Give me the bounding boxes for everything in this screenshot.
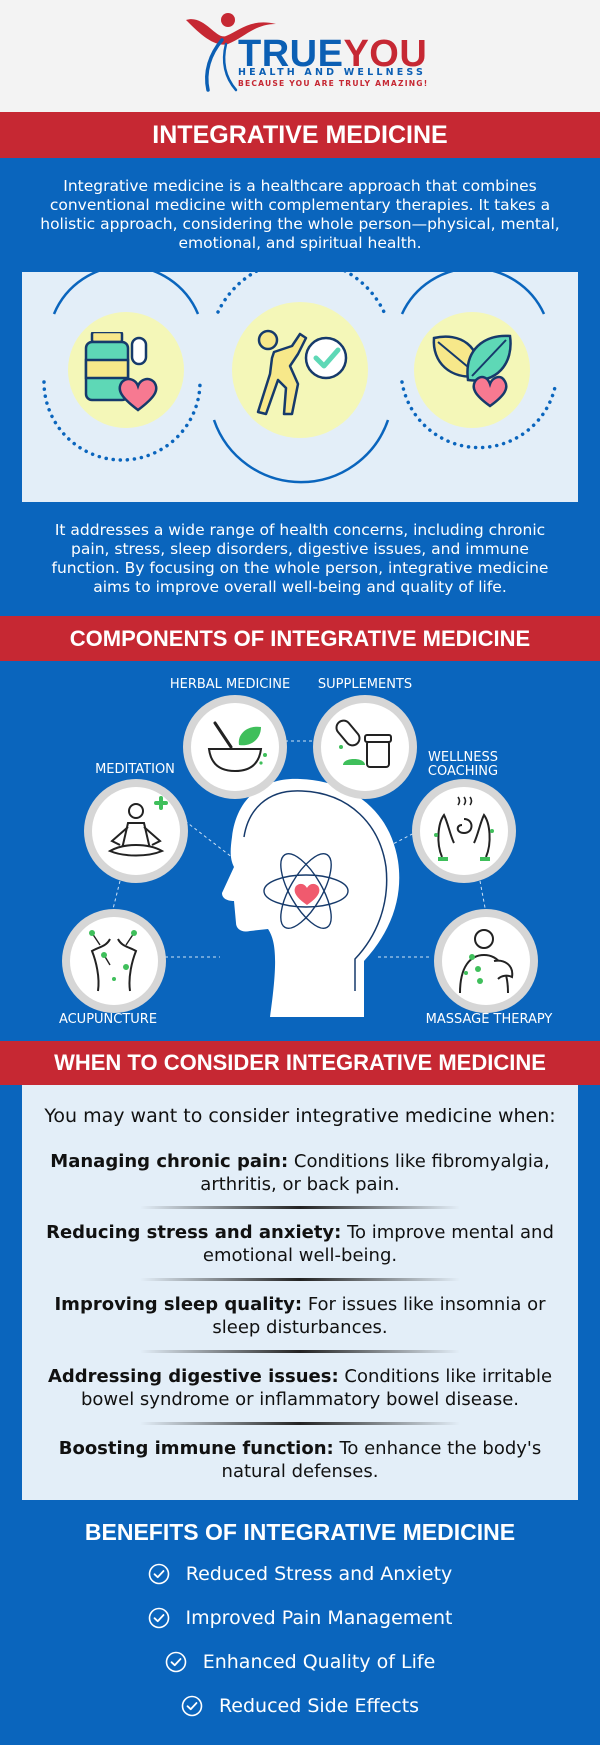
connector-lines xyxy=(111,740,487,1017)
mortar-pestle-icon xyxy=(207,721,267,773)
components-title: COMPONENTS OF INTEGRATIVE MEDICINE xyxy=(0,616,600,661)
divider xyxy=(140,1350,460,1353)
wellness-coaching-circle xyxy=(412,779,516,883)
label-supplements: SUPPLEMENTS xyxy=(317,677,413,692)
brand-subtitle: HEALTH AND WELLNESS xyxy=(238,67,427,78)
when-item-3: Improving sleep quality: For issues like… xyxy=(54,1294,546,1338)
meditation-figure-icon xyxy=(107,796,168,857)
meditation-circle xyxy=(84,779,188,883)
label-meditation: MEDITATION xyxy=(95,762,175,777)
header: TRUEYOU HEALTH AND WELLNESS BECAUSE YOU … xyxy=(0,0,600,112)
logo-figure-icon xyxy=(186,13,276,92)
herbal-medicine-circle xyxy=(183,695,287,799)
check-circle-icon xyxy=(165,1651,187,1673)
benefits-title: BENEFITS OF INTEGRATIVE MEDICINE xyxy=(84,1519,516,1545)
when-item-5: Boosting immune function: To enhance the… xyxy=(58,1438,542,1482)
acupuncture-circle xyxy=(62,909,166,1013)
check-circle-icon xyxy=(148,1607,169,1629)
hands-energy-icon xyxy=(434,796,494,861)
when-item-4: Addressing digestive issues: Conditions … xyxy=(47,1366,553,1410)
check-circle-icon xyxy=(181,1695,203,1717)
when-intro: You may want to consider integrative med… xyxy=(44,1105,556,1127)
massage-back-icon xyxy=(459,929,514,994)
label-acupuncture: ACUPUNCTURE xyxy=(58,1012,158,1027)
label-herbal-medicine: HERBAL MEDICINE xyxy=(169,677,291,692)
brand-tagline: BECAUSE YOU ARE TRULY AMAZING! xyxy=(238,79,429,88)
benefit-item-1: Reduced Stress and Anxiety xyxy=(0,1560,600,1588)
icon-panel xyxy=(22,257,578,502)
divider xyxy=(140,1422,460,1425)
massage-therapy-circle xyxy=(434,909,538,1013)
check-circle-icon xyxy=(148,1563,170,1585)
scope-text: It addresses a wide range of health conc… xyxy=(0,502,600,616)
divider xyxy=(140,1278,460,1281)
intro-title: INTEGRATIVE MEDICINE xyxy=(0,112,600,158)
benefit-item-3: Enhanced Quality of Life xyxy=(0,1648,600,1676)
label-massage-therapy: MASSAGE THERAPY xyxy=(425,1012,553,1027)
supplements-circle xyxy=(313,695,417,799)
when-title: WHEN TO CONSIDER INTEGRATIVE MEDICINE xyxy=(0,1041,600,1085)
label-wellness-line1: WELLNESS xyxy=(428,750,498,765)
brand-name: TRUEYOU xyxy=(238,33,428,75)
when-item-2: Reducing stress and anxiety: To improve … xyxy=(46,1222,554,1266)
exercise-check-icon xyxy=(256,329,348,416)
benefit-item-2: Improved Pain Management xyxy=(0,1604,600,1632)
when-item-1: Managing chronic pain: Conditions like f… xyxy=(50,1151,550,1195)
acupuncture-body-icon xyxy=(89,930,138,992)
benefit-item-4: Reduced Side Effects xyxy=(0,1692,600,1720)
when-panel xyxy=(22,1085,578,1500)
divider xyxy=(140,1206,460,1209)
leaf-heart-icon xyxy=(432,334,512,408)
pills-bottle-icon xyxy=(335,719,392,768)
label-wellness-line2: COACHING xyxy=(427,764,499,779)
medicine-heart-icon xyxy=(84,332,158,412)
components-diagram: HERBAL MEDICINE SUPPLEMENTS MEDITATION W… xyxy=(0,661,600,1041)
intro-text: Integrative medicine is a healthcare app… xyxy=(0,158,600,272)
